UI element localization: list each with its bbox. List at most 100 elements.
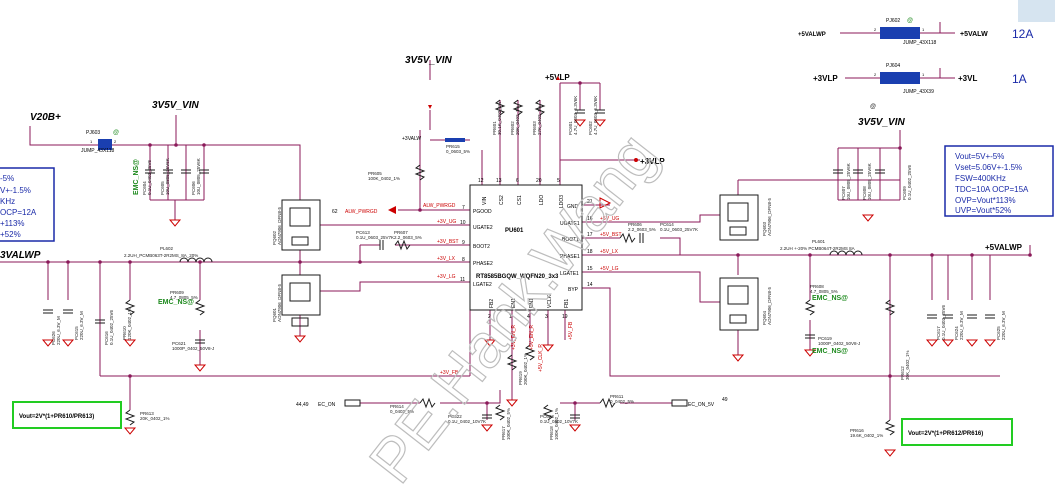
svg-text:6: 6 bbox=[516, 178, 519, 184]
svg-text:BOOT1: BOOT1 bbox=[562, 237, 579, 243]
svg-text:JUMP_43X118: JUMP_43X118 bbox=[903, 40, 936, 46]
svg-text:EN1: EN1 bbox=[511, 298, 517, 308]
svg-text:+5VALWP: +5VALWP bbox=[985, 243, 1023, 252]
alw-pwrgd-port: ALW_PWRGD 62 ALW_PWRGD bbox=[332, 203, 456, 215]
ic-pu601: PU601 RT8585BGQW_WQFN20_3x3 PGOOD 7 UGAT… bbox=[460, 178, 593, 320]
svg-text:OVP=Vout*113%: OVP=Vout*113% bbox=[955, 196, 1016, 205]
svg-text:62: 62 bbox=[332, 209, 338, 215]
svg-text:+3VLP: +3VLP bbox=[640, 157, 665, 166]
svg-text:+3V_EN_R: +3V_EN_R bbox=[511, 324, 517, 350]
svg-text:LGATE2: LGATE2 bbox=[473, 282, 492, 288]
svg-text:JUMP_43X39: JUMP_43X39 bbox=[903, 89, 934, 95]
svg-text:PC6014.7U_0603_6.3V6K: PC6014.7U_0603_6.3V6K bbox=[568, 96, 578, 135]
svg-text:+3V_FB: +3V_FB bbox=[440, 370, 459, 376]
svg-text:VCLK: VCLK bbox=[547, 294, 553, 308]
capacitors bbox=[43, 109, 995, 419]
svg-text:+5V_BST: +5V_BST bbox=[600, 232, 622, 238]
svg-text:2: 2 bbox=[874, 27, 877, 32]
svg-text:PC60510U_0805_25V6K: PC60510U_0805_25V6K bbox=[160, 158, 170, 195]
svg-text:PR610120K_0402_1%: PR610120K_0402_1% bbox=[122, 308, 132, 340]
svg-text:PC60810U_0805_25V6K: PC60810U_0805_25V6K bbox=[862, 163, 872, 200]
svg-text:PC615220U_6.3V_M: PC615220U_6.3V_M bbox=[74, 311, 84, 340]
svg-text:EMC_NS@: EMC_NS@ bbox=[133, 159, 140, 195]
svg-text:4: 4 bbox=[527, 314, 530, 320]
svg-text:1: 1 bbox=[922, 27, 925, 32]
svg-text:PC60610U_0805_25V6K: PC60610U_0805_25V6K bbox=[191, 158, 201, 195]
svg-text:PC6090.1U_0402_25V6: PC6090.1U_0402_25V6 bbox=[902, 164, 912, 200]
svg-text:EC_ON_5V: EC_ON_5V bbox=[688, 402, 715, 408]
watermark: PE.Hank.Wang bbox=[357, 121, 671, 487]
svg-text:3V5V_VIN: 3V5V_VIN bbox=[152, 100, 199, 111]
spec-left-box: -5% V+-1.5% KHz OCP=12A +113% +52% bbox=[0, 167, 55, 242]
svg-text:V+-1.5%: V+-1.5% bbox=[0, 186, 31, 195]
svg-text:2: 2 bbox=[114, 139, 117, 144]
svg-text:3: 3 bbox=[545, 314, 548, 320]
svg-text:PHASE1: PHASE1 bbox=[560, 254, 580, 260]
svg-text:3V5V_VIN: 3V5V_VIN bbox=[405, 55, 452, 66]
svg-text:+5V_LX: +5V_LX bbox=[600, 249, 619, 255]
svg-text:+5VALW: +5VALW bbox=[960, 31, 988, 38]
svg-text:9: 9 bbox=[462, 240, 465, 246]
ec-on-ports: 44,49 EC_ON EC_ON_5V 49 bbox=[296, 397, 728, 408]
svg-text:BOOT2: BOOT2 bbox=[473, 244, 490, 250]
vout-right-box: Vout=2V*(1+PR612/PR616) bbox=[901, 418, 1013, 446]
svg-text:LDO3: LDO3 bbox=[559, 195, 565, 208]
svg-text:+5VALWP: +5VALWP bbox=[798, 32, 826, 38]
svg-text:-5%: -5% bbox=[0, 174, 14, 183]
svg-text:TDC=10A OCP=15A: TDC=10A OCP=15A bbox=[955, 185, 1029, 194]
svg-text:@: @ bbox=[113, 130, 119, 136]
svg-text:7: 7 bbox=[462, 205, 465, 211]
svg-text:PGOOD: PGOOD bbox=[473, 209, 492, 215]
svg-text:PU601: PU601 bbox=[505, 228, 524, 234]
svg-text:49: 49 bbox=[722, 397, 728, 403]
svg-text:PQ601AON7906_DFN8-5: PQ601AON7906_DFN8-5 bbox=[272, 283, 282, 322]
svg-text:21: 21 bbox=[587, 199, 593, 205]
mosfet-pq604 bbox=[719, 277, 759, 331]
mosfet-pq602 bbox=[281, 199, 321, 251]
svg-text:LGATE1: LGATE1 bbox=[560, 271, 579, 277]
svg-text:FB1: FB1 bbox=[564, 299, 570, 308]
svg-text:PJ604: PJ604 bbox=[886, 63, 900, 69]
svg-text:14: 14 bbox=[587, 282, 593, 288]
svg-text:PL602: PL602 bbox=[160, 246, 174, 251]
svg-text:VIN: VIN bbox=[482, 196, 488, 205]
svg-text:JUMP_43X118: JUMP_43X118 bbox=[81, 148, 114, 154]
component-labels: PQ602AON7906_DFN8-5 PQ601AON7906_DFN8-5 … bbox=[51, 96, 1006, 440]
svg-text:PC6160.1U_0402_25V6: PC6160.1U_0402_25V6 bbox=[104, 309, 114, 345]
svg-text:PR619200K_0402_1%: PR619200K_0402_1% bbox=[518, 353, 528, 385]
svg-text:12: 12 bbox=[478, 178, 484, 184]
svg-text:3VALWP: 3VALWP bbox=[0, 250, 41, 261]
mosfet-pq603 bbox=[719, 194, 759, 241]
jumper-pj604: PJ604 JUMP_43X39 2 1 @ bbox=[870, 63, 934, 110]
svg-text:+5V_LG: +5V_LG bbox=[600, 266, 619, 272]
svg-text:2.2UH +-20% PCMB064T-2R2MS 8A: 2.2UH +-20% PCMB064T-2R2MS 8A bbox=[780, 246, 855, 251]
svg-text:10: 10 bbox=[460, 220, 466, 226]
svg-text:PC60710U_0805_25V6K: PC60710U_0805_25V6K bbox=[841, 163, 851, 200]
svg-text:@: @ bbox=[870, 104, 876, 110]
svg-text:EMC_NS@: EMC_NS@ bbox=[812, 295, 848, 302]
svg-text:+3V_LX: +3V_LX bbox=[437, 256, 456, 262]
svg-text:FSW=400KHz: FSW=400KHz bbox=[955, 174, 1006, 183]
svg-text:20: 20 bbox=[536, 178, 542, 184]
svg-text:PL601: PL601 bbox=[812, 239, 826, 244]
svg-text:Vout=2V*(1+PR612/PR616): Vout=2V*(1+PR612/PR616) bbox=[908, 431, 983, 437]
svg-text:GND: GND bbox=[567, 204, 579, 210]
svg-text:18: 18 bbox=[587, 249, 593, 255]
svg-text:17: 17 bbox=[587, 232, 593, 238]
svg-text:5: 5 bbox=[557, 178, 560, 184]
svg-text:13: 13 bbox=[496, 178, 502, 184]
svg-text:Vout=2V*(1+PR610/PR613): Vout=2V*(1+PR610/PR613) bbox=[19, 414, 94, 420]
pr615-short bbox=[445, 138, 465, 142]
svg-text:@: @ bbox=[907, 18, 913, 24]
vout-left-box: Vout=2V*(1+PR610/PR613) bbox=[12, 401, 122, 429]
svg-text:44,49: 44,49 bbox=[296, 402, 309, 408]
svg-text:2: 2 bbox=[488, 314, 491, 320]
svg-text:PR60327K_0402_1%: PR60327K_0402_1% bbox=[532, 105, 542, 135]
